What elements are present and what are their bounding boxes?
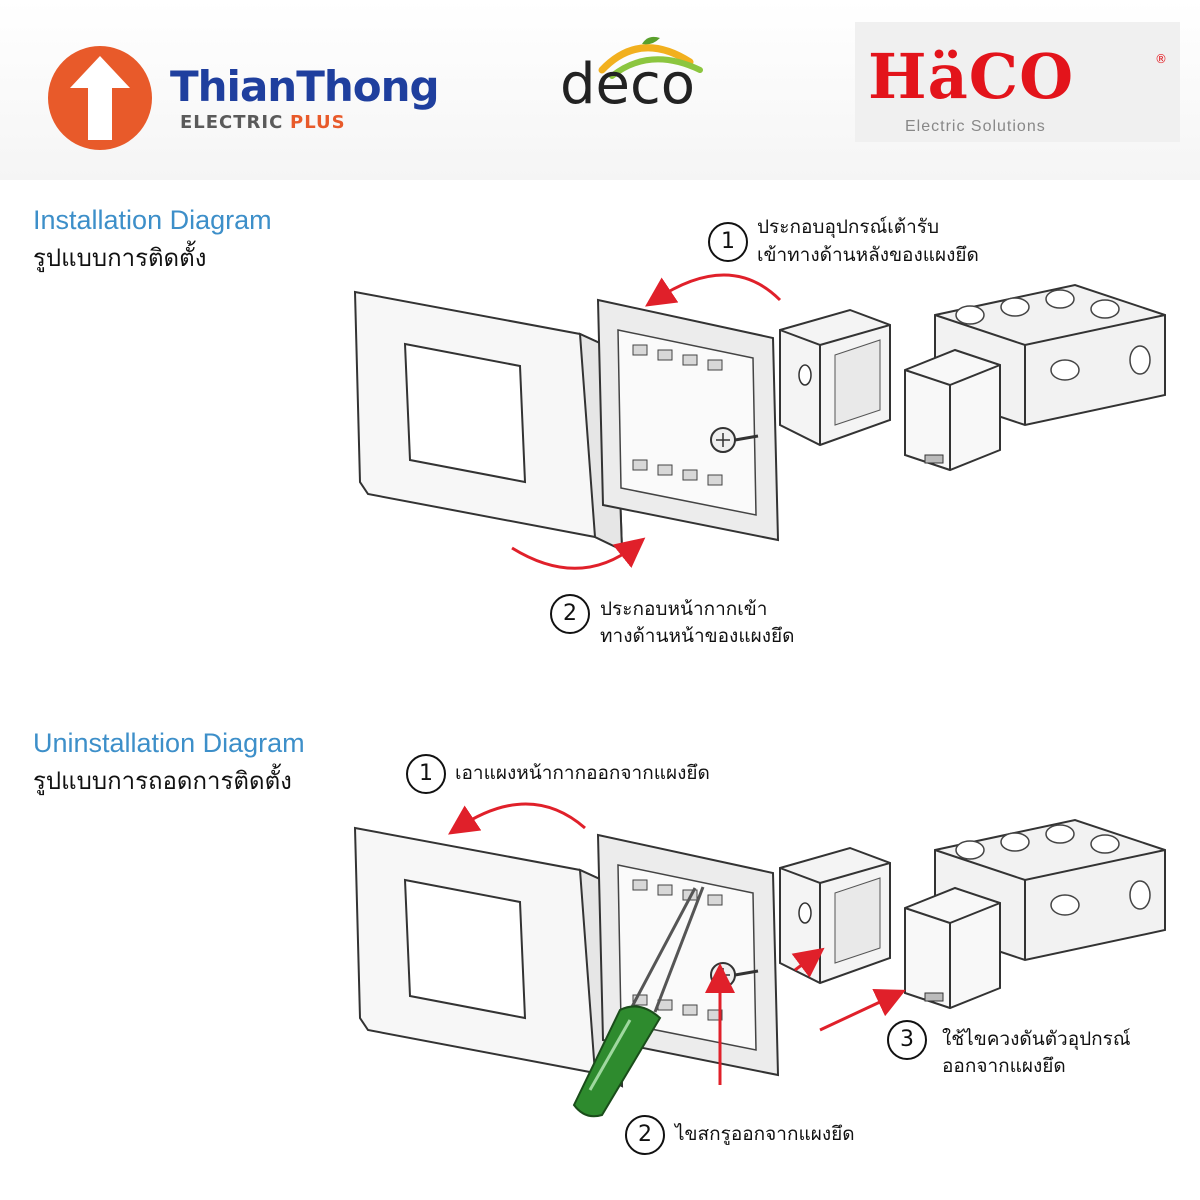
uninstall-step-1-badge: 1 bbox=[406, 754, 446, 794]
uninstall-step-1-line1: เอาแผงหน้ากากออกจากแผงยึด bbox=[455, 762, 710, 784]
haco-registered-mark: ® bbox=[1155, 52, 1167, 66]
uninstall-step-3-line1: ใช้ไขควงดันตัวอุปกรณ์ bbox=[942, 1028, 1131, 1050]
thianthong-logo-plus: PLUS bbox=[290, 112, 346, 133]
socket-device bbox=[779, 309, 891, 446]
installation-title: Installation Diagram bbox=[33, 205, 272, 235]
house-arrow-icon bbox=[48, 46, 152, 150]
switch-module bbox=[904, 887, 1001, 1009]
uninstallation-title-thai: รูปแบบการถอดการติดตั้ง bbox=[33, 767, 292, 795]
install-step-2-line1: ประกอบหน้ากากเข้า bbox=[600, 598, 768, 620]
installation-title-thai: รูปแบบการติดตั้ง bbox=[33, 244, 207, 272]
install-step-1-line1: ประกอบอุปกรณ์เต้ารับ bbox=[757, 216, 940, 238]
uninstall-step-2-badge: 2 bbox=[625, 1115, 665, 1155]
uninstall-step-2-line1: ไขสกรูออกจากแผงยึด bbox=[675, 1123, 855, 1145]
logo-graphics bbox=[48, 36, 703, 150]
leaf-swoosh-icon bbox=[598, 36, 703, 79]
screwdriver-icon bbox=[572, 886, 705, 1118]
uninstall-step-3-badge: 3 bbox=[887, 1020, 927, 1060]
thianthong-logo-name: ThianThong bbox=[170, 62, 440, 111]
attach-cover-arrow bbox=[511, 537, 646, 570]
push-device-arrow bbox=[819, 989, 906, 1032]
uninstall-step-3-line2: ออกจากแผงยึด bbox=[942, 1055, 1066, 1077]
deco-logo-name: deco bbox=[560, 52, 696, 117]
install-step-2-line2: ทางด้านหน้าของแผงยึด bbox=[600, 625, 795, 647]
installation-illustration bbox=[354, 273, 1166, 570]
install-step-1-line2: เข้าทางด้านหลังของแผงยึด bbox=[757, 244, 979, 266]
cover-plate bbox=[354, 827, 623, 1087]
remove-cover-arrow bbox=[448, 802, 586, 835]
socket-device bbox=[779, 847, 891, 984]
uninstallation-title: Uninstallation Diagram bbox=[33, 728, 305, 758]
haco-logo-box bbox=[855, 22, 1180, 142]
install-step-1-badge: 1 bbox=[708, 222, 748, 262]
insert-device-arrow bbox=[645, 273, 782, 307]
thianthong-logo-sub: ELECTRIC bbox=[180, 112, 284, 133]
haco-logo-name: HäCO bbox=[868, 40, 1075, 113]
switch-module bbox=[904, 349, 1001, 471]
push-device-arrow-small bbox=[791, 947, 825, 978]
uninstallation-illustration bbox=[354, 802, 1166, 1118]
install-step-2-badge: 2 bbox=[550, 594, 590, 634]
mounting-frame bbox=[596, 298, 780, 542]
haco-logo-tagline: Electric Solutions bbox=[905, 118, 1046, 135]
cover-plate bbox=[354, 291, 623, 551]
